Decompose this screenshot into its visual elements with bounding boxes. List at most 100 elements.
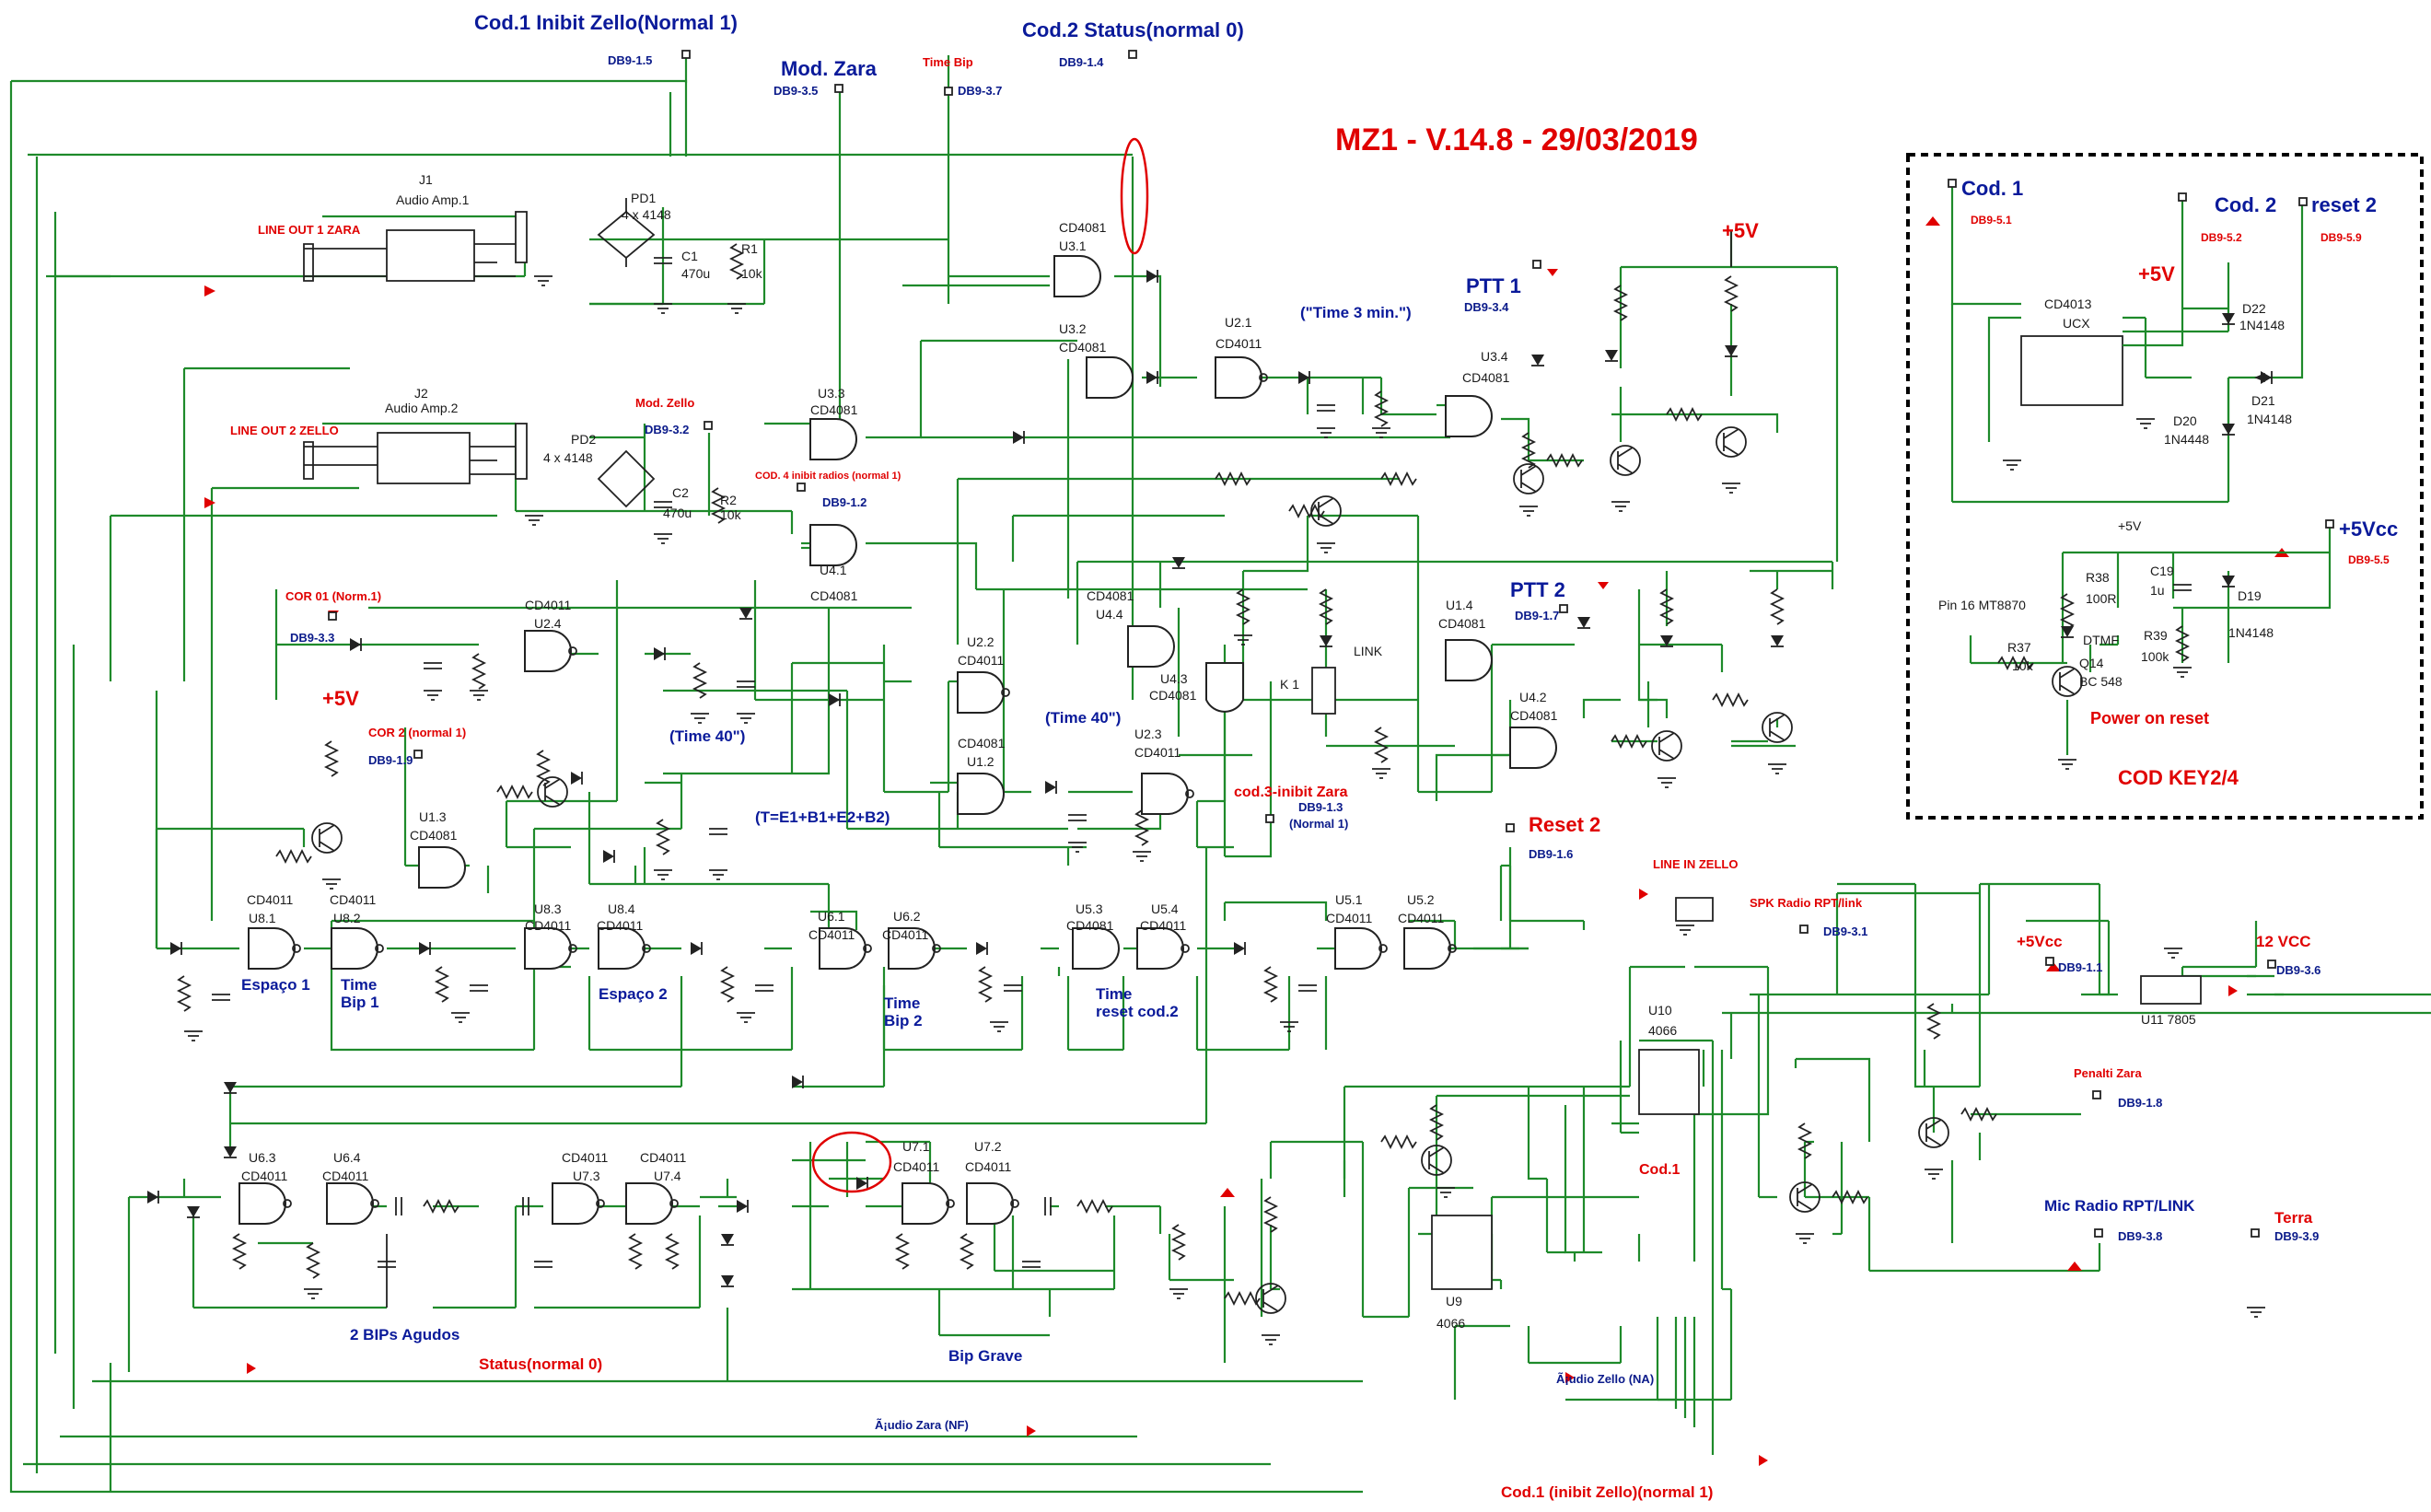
label-time-bip: Time Bip bbox=[923, 55, 973, 69]
label-time-40-b: (Time 40") bbox=[1045, 709, 1121, 727]
ref-u22: U2.2 bbox=[967, 634, 994, 649]
ref-j2: J2 bbox=[414, 386, 428, 401]
label-cod-plus5v: +5V bbox=[2138, 262, 2175, 285]
val-u10: 4066 bbox=[1648, 1023, 1677, 1038]
label-line-out-2: LINE OUT 2 ZELLO bbox=[230, 424, 339, 437]
label-cod4-db: DB9-1.2 bbox=[822, 495, 867, 509]
label-spk-radio: SPK Radio RPT/link bbox=[1750, 896, 1863, 910]
val-c1: 470u bbox=[681, 266, 710, 281]
ref-pd2: PD2 bbox=[571, 432, 596, 447]
label-time-bip2: Time bbox=[884, 994, 920, 1012]
type-u74: CD4011 bbox=[640, 1150, 687, 1165]
type-u14: CD4081 bbox=[1438, 616, 1486, 631]
label-line-out-1: LINE OUT 1 ZARA bbox=[258, 223, 361, 237]
ref-u21: U2.1 bbox=[1225, 315, 1252, 330]
ref-r2: R2 bbox=[720, 493, 737, 507]
val-c19: 1u bbox=[2150, 583, 2165, 598]
ref-u72: U7.2 bbox=[974, 1139, 1002, 1154]
label-time-bip-db: DB9-3.7 bbox=[958, 84, 1002, 98]
type-u62: CD4011 bbox=[882, 927, 929, 942]
ref-u13: U1.3 bbox=[419, 809, 447, 824]
val-j1: Audio Amp.1 bbox=[396, 192, 470, 207]
type-u53: CD4081 bbox=[1066, 918, 1114, 933]
label-cod-2: Cod. 2 bbox=[2215, 193, 2276, 216]
type-u84: CD4011 bbox=[597, 918, 644, 933]
label-mod-zello-db: DB9-3.2 bbox=[645, 423, 689, 436]
ref-u62: U6.2 bbox=[893, 909, 921, 924]
label-mod-zara-db: DB9-3.5 bbox=[774, 84, 818, 98]
val-d19: 1N4148 bbox=[2228, 625, 2274, 640]
type-u22: CD4011 bbox=[958, 653, 1005, 668]
type-u64: CD4011 bbox=[322, 1169, 369, 1183]
label-12vcc-db: DB9-3.6 bbox=[2276, 963, 2320, 977]
components bbox=[146, 198, 2266, 1345]
label-ptt1-db: DB9-3.4 bbox=[1464, 300, 1509, 314]
val-u9: 4066 bbox=[1436, 1316, 1465, 1331]
ref-pd1: PD1 bbox=[631, 191, 656, 205]
ref-u81: U8.1 bbox=[249, 911, 276, 925]
label-cod1: Cod.1 bbox=[1639, 1162, 1681, 1178]
ref-u63: U6.3 bbox=[249, 1150, 276, 1165]
label-cod-plus5vcc-db: DB9-5.5 bbox=[2348, 553, 2390, 566]
label-ptt1: PTT 1 bbox=[1466, 274, 1521, 297]
val-r1: 10k bbox=[741, 266, 763, 281]
label-reset2: Reset 2 bbox=[1529, 813, 1600, 836]
type-u63: CD4011 bbox=[241, 1169, 288, 1183]
wires bbox=[9, 55, 2431, 1494]
ref-u74: U7.4 bbox=[654, 1169, 681, 1183]
ref-u52: U5.2 bbox=[1407, 892, 1435, 907]
label-cod4: COD. 4 inibit radios (normal 1) bbox=[755, 471, 901, 482]
type-u31: CD4081 bbox=[1059, 220, 1107, 235]
label-espaco1: Espaço 1 bbox=[241, 976, 310, 994]
ref-d22: D22 bbox=[2242, 301, 2266, 316]
ref-r37: R37 bbox=[2007, 640, 2031, 655]
label-cod3-normal: (Normal 1) bbox=[1289, 817, 1348, 831]
type-u61: CD4011 bbox=[808, 927, 855, 942]
ref-u33: U3.3 bbox=[818, 386, 845, 401]
label-ucx: UCX bbox=[2063, 316, 2090, 331]
ref-d20: D20 bbox=[2173, 413, 2197, 428]
ref-u83: U8.3 bbox=[534, 901, 562, 916]
ref-c19: C19 bbox=[2150, 564, 2174, 578]
ref-u32: U3.2 bbox=[1059, 321, 1087, 336]
label-dtmf: DTMF bbox=[2083, 633, 2119, 647]
type-u33: CD4081 bbox=[810, 402, 858, 417]
ref-u43: U4.3 bbox=[1160, 671, 1188, 686]
label-cod-plus5vcc: +5Vcc bbox=[2339, 518, 2398, 541]
ref-u73: U7.3 bbox=[573, 1169, 600, 1183]
ref-r39: R39 bbox=[2144, 628, 2168, 643]
label-terra: Terra bbox=[2274, 1209, 2313, 1227]
ref-u41: U4.1 bbox=[820, 563, 847, 577]
val-r38: 100R bbox=[2086, 591, 2116, 606]
label-reset-2-db: DB9-5.9 bbox=[2320, 231, 2362, 244]
label-cod-2-db: DB9-5.2 bbox=[2201, 231, 2242, 244]
label-time-40-a: (Time 40") bbox=[669, 727, 745, 745]
label-cod3-db: DB9-1.3 bbox=[1298, 800, 1343, 814]
ref-u82: U8.2 bbox=[333, 911, 361, 925]
label-cor2: COR 2 (normal 1) bbox=[368, 726, 466, 739]
label-time-bip1: Time bbox=[341, 976, 377, 994]
type-u34: CD4081 bbox=[1462, 370, 1510, 385]
val-d21: 1N4148 bbox=[2247, 412, 2292, 426]
ref-u64: U6.4 bbox=[333, 1150, 361, 1165]
label-ptt2: PTT 2 bbox=[1510, 578, 1565, 601]
schematic-title: MZ1 - V.14.8 - 29/03/2019 bbox=[1335, 122, 1698, 157]
ref-u71: U7.1 bbox=[902, 1139, 930, 1154]
ref-u51: U5.1 bbox=[1335, 892, 1363, 907]
ref-u34: U3.4 bbox=[1481, 349, 1508, 364]
label-u11: U11 7805 bbox=[2141, 1012, 2196, 1027]
label-espaco2: Espaço 2 bbox=[599, 985, 668, 1003]
val-j2: Audio Amp.2 bbox=[385, 401, 459, 415]
relay-k1 bbox=[1311, 667, 1336, 715]
label-cod-key: COD KEY2/4 bbox=[2118, 766, 2239, 789]
val-r39: 100k bbox=[2141, 649, 2169, 664]
label-cod2-status: Cod.2 Status(normal 0) bbox=[1022, 18, 1244, 41]
type-u23: CD4011 bbox=[1134, 745, 1181, 760]
chip-cd4013 bbox=[2020, 335, 2123, 406]
label-12vcc: 12 VCC bbox=[2256, 933, 2311, 950]
audio-amp-2 bbox=[377, 432, 471, 484]
type-u12: CD4081 bbox=[958, 736, 1006, 750]
ref-r1: R1 bbox=[741, 241, 758, 256]
label-cor01: COR 01 (Norm.1) bbox=[285, 589, 381, 603]
label-ptt2-db: DB9-1.7 bbox=[1515, 609, 1559, 622]
